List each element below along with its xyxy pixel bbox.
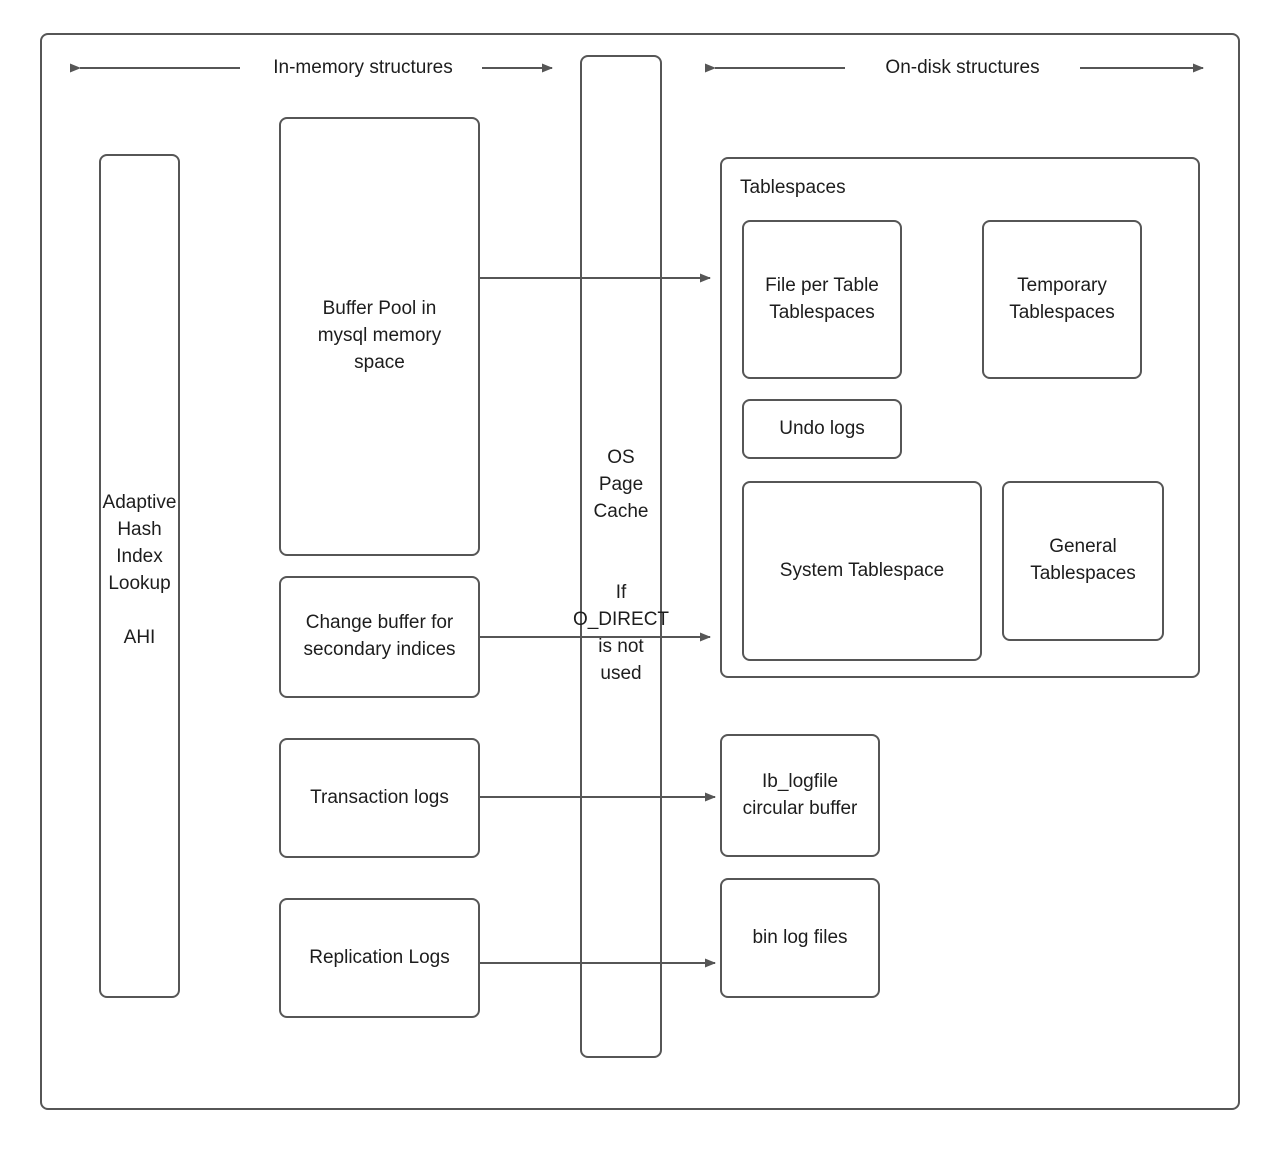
system-tablespace-box[interactable]: System Tablespace: [742, 481, 982, 661]
buffer-pool-box[interactable]: Buffer Pool in mysql memory space: [279, 117, 480, 556]
system-tablespace-label: System Tablespace: [779, 559, 945, 581]
general-tablespaces-box[interactable]: General Tablespaces: [1002, 481, 1164, 641]
transaction-logs-box[interactable]: Transaction logs: [279, 738, 480, 858]
replication-logs-box[interactable]: Replication Logs: [279, 898, 480, 1018]
ib-logfile-label: Ib_logfile circular buffer: [742, 770, 858, 819]
bin-log-files-box[interactable]: bin log files: [720, 878, 880, 998]
general-tablespaces-label: General Tablespaces: [1030, 536, 1136, 584]
change-buffer-box[interactable]: Change buffer for secondary indices: [279, 576, 480, 698]
temporary-tablespaces-box[interactable]: Temporary Tablespaces: [982, 220, 1142, 379]
adaptive-hash-index-box[interactable]: [99, 154, 180, 998]
ib-logfile-box[interactable]: Ib_logfile circular buffer: [720, 734, 880, 857]
bin-log-files-label: bin log files: [752, 926, 848, 948]
header-label-on-disk: On-disk structures: [885, 57, 1040, 78]
file-per-table-box[interactable]: File per Table Tablespaces: [742, 220, 902, 379]
buffer-pool-label: Buffer Pool in mysql memory space: [317, 298, 442, 373]
transaction-logs-label: Transaction logs: [310, 786, 449, 808]
tablespaces-title: Tablespaces: [740, 177, 846, 198]
change-buffer-label: Change buffer for secondary indices: [303, 612, 456, 660]
undo-logs-label: Undo logs: [779, 417, 865, 439]
replication-logs-label: Replication Logs: [309, 946, 450, 968]
undo-logs-box[interactable]: Undo logs: [742, 399, 902, 459]
outer-frame: [40, 33, 1240, 1110]
file-per-table-label: File per Table Tablespaces: [765, 274, 879, 323]
temporary-tablespaces-label: Temporary Tablespaces: [1009, 274, 1115, 323]
os-page-cache-column[interactable]: [580, 55, 662, 1058]
header-label-in-memory: In-memory structures: [273, 57, 453, 78]
tablespaces-container[interactable]: Tablespaces File per Table Tablespaces T…: [720, 157, 1200, 678]
